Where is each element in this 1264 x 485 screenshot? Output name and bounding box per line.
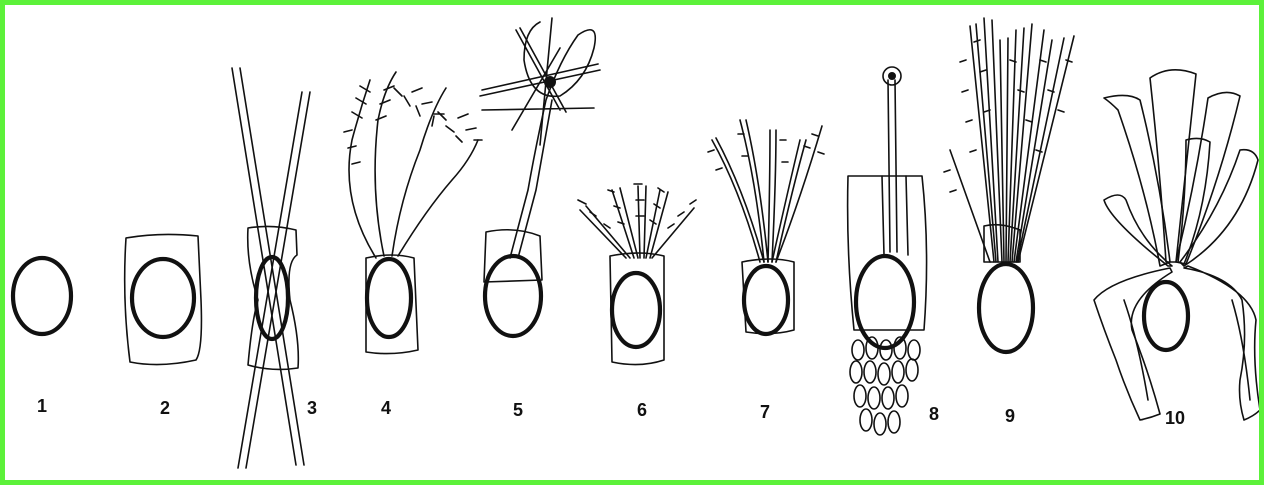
figure-label-7: 7 (760, 403, 770, 421)
seed-drawing-9 (944, 18, 1074, 352)
seed-drawing-4 (344, 72, 482, 354)
seed-drawing-8 (848, 67, 927, 435)
figure-label-10: 10 (1165, 409, 1185, 427)
figure-label-8: 8 (929, 405, 939, 423)
seed-drawing-7 (708, 120, 824, 334)
drawing-canvas (5, 5, 1259, 480)
seed-drawing-2 (125, 234, 202, 364)
seed-drawing-10 (1094, 70, 1259, 420)
figure-label-5: 5 (513, 401, 523, 419)
figure-label-2: 2 (160, 399, 170, 417)
seed-drawing-6 (578, 184, 696, 365)
seed-drawing-1 (13, 258, 71, 334)
seed-drawing-5 (480, 18, 600, 336)
figure-label-4: 4 (381, 399, 391, 417)
figure-label-1: 1 (37, 397, 47, 415)
figure-label-3: 3 (307, 399, 317, 417)
figure-label-9: 9 (1005, 407, 1015, 425)
seed-drawing-3 (232, 68, 310, 468)
figure-label-6: 6 (637, 401, 647, 419)
